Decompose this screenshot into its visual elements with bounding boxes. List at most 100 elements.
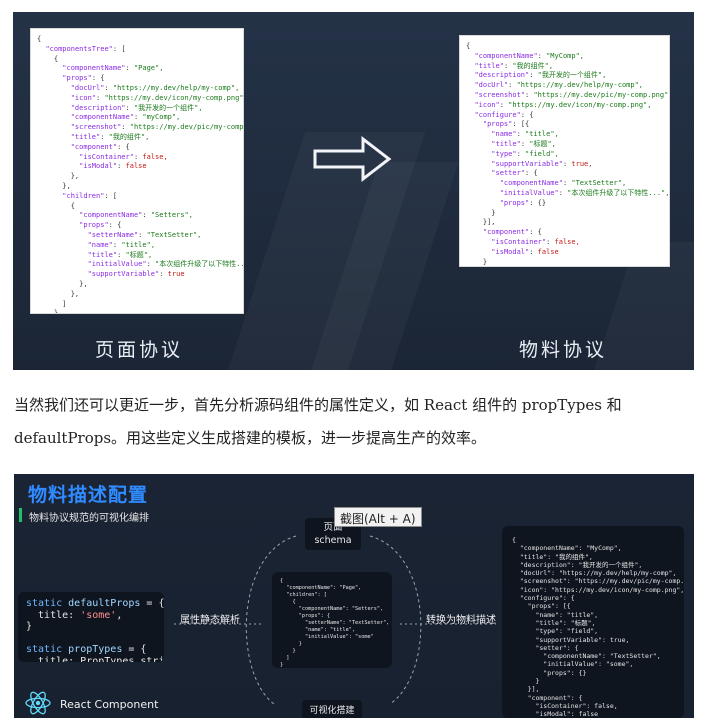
code-line: "component": { — [482, 228, 542, 237]
code-line: "componentName": "TextSetter", — [512, 652, 661, 661]
code-line: "docUrl": "https://my.dev/help/my-comp", — [474, 81, 644, 90]
code-line: "name": "title", — [512, 610, 599, 619]
code-line: }, — [37, 181, 71, 190]
code-line: "name": "title", — [87, 240, 156, 249]
code-line: "name": "title", — [491, 130, 559, 139]
title-accent-bar — [19, 508, 22, 522]
code-line: "supportVariable": true, — [512, 635, 630, 644]
react-props-code: static defaultProps = { title: 'some',} … — [18, 592, 164, 662]
code-line: }, — [37, 172, 80, 181]
code-line: "componentName": "TextSetter", — [499, 179, 627, 188]
page-protocol-code: { "componentsTree": [ { "componentName":… — [30, 28, 244, 314]
code-line: }, — [37, 279, 88, 288]
code-line: { — [280, 599, 296, 605]
code-line: "screenshot": "https://my.dev/pic/my-com… — [474, 90, 670, 99]
code-line: "isContainer": false, — [491, 237, 580, 246]
code-line: }], — [466, 218, 496, 227]
code-line: "description": "我开发的一个组件", — [474, 71, 607, 80]
code-line: "setter": { — [491, 169, 538, 178]
code-line: title: PropTypes.string, — [38, 655, 164, 663]
code-line: } — [466, 208, 496, 217]
code-line: "initialValue": "本次组件升级了以下特性...", — [87, 260, 244, 269]
code-line: "setter": { — [512, 643, 579, 652]
code-line: "title": "标题", — [512, 618, 596, 627]
code-line: } — [280, 641, 302, 647]
code-line: "props": { — [280, 613, 330, 619]
code-line: { — [37, 35, 42, 43]
code-line: "title": "我的组件", — [512, 552, 593, 561]
code-line: ] — [37, 299, 67, 308]
code-line: "icon": "https://my.dev/icon/my-comp.png… — [512, 585, 684, 594]
flow-dashed-arcs — [174, 535, 496, 705]
code-line: "initialValue": "本次组件升级了以下特性...", — [499, 188, 670, 197]
code-line: "title": "我的组件", — [474, 61, 554, 70]
react-logo-icon — [25, 691, 51, 715]
code-line: "props": { — [62, 74, 105, 83]
paragraph-line: defaultProps。用这些定义生成搭建的模板，进一步提高生产的效率。 — [14, 429, 487, 447]
code-line: static propTypes = { — [26, 644, 147, 655]
code-line: "props": { — [79, 221, 122, 230]
code-line: "props": {} — [499, 198, 547, 207]
code-line: } — [37, 309, 59, 314]
code-line: }, — [37, 289, 80, 298]
code-line: "componentName": "Page", — [280, 585, 362, 591]
code-line: "props": {} — [512, 668, 587, 677]
code-line: "componentName": "Setters", — [79, 211, 193, 220]
code-line: "componentsTree": [ — [45, 44, 126, 53]
code-line: { — [37, 201, 75, 210]
code-line: "initialValue": "some" — [280, 634, 374, 640]
code-line: ] — [280, 655, 290, 661]
code-line: "children": [ — [62, 191, 118, 200]
label-material-protocol: 物料协议 — [519, 339, 608, 361]
code-line: "isModal": false — [512, 710, 599, 718]
code-line: "isModal": false — [79, 162, 147, 171]
code-line: } — [280, 648, 296, 654]
code-line: }], — [512, 685, 540, 694]
code-line: "type": "field", — [491, 149, 559, 158]
code-line: "componentName": "MyComp", — [474, 51, 585, 60]
code-line: "title": "标题", — [491, 139, 556, 148]
label-static-parse: 属性静态解析 — [180, 615, 240, 626]
code-line: "description": "我开发的一个组件", — [70, 103, 203, 112]
code-line: } — [280, 662, 284, 668]
code-line: "props": [{ — [512, 602, 571, 611]
material-description-code: { "componentName": "MyComp", "title": "我… — [502, 526, 684, 718]
page-schema-code: { "componentName": "Page", "children": [… — [272, 572, 392, 668]
code-line: "icon": "https://my.dev/icon/my-comp.png… — [474, 100, 652, 109]
code-line: "type": "field", — [512, 627, 599, 636]
code-line: } — [466, 257, 488, 266]
figure-subtitle: 物料协议规范的可视化编排 — [29, 513, 149, 524]
code-line: "setterName": "TextSetter", — [87, 230, 202, 239]
code-line: "docUrl": "https://my.dev/help/my-comp", — [70, 83, 240, 92]
code-line: { — [512, 536, 516, 544]
code-line: static defaultProps = { — [26, 598, 164, 609]
code-line: "componentName": "myComp", — [70, 113, 181, 122]
code-line: "props": [{ — [482, 120, 530, 129]
code-line: "name": "title", — [280, 627, 355, 633]
code-line: "title": "我的组件", — [70, 132, 150, 141]
code-line: } — [512, 677, 540, 686]
code-line: { — [466, 42, 471, 50]
code-line: "componentName": "MyComp", — [512, 544, 622, 553]
code-line: "children": [ — [280, 592, 327, 598]
screenshot-tooltip: 截图(Alt + A) — [334, 507, 422, 527]
code-line: "screenshot": "https://my.dev/pic/my-com… — [70, 123, 244, 132]
react-component-label: React Component — [60, 698, 159, 711]
figure-page-vs-material-protocol: { "componentsTree": [ { "componentName":… — [13, 12, 694, 370]
code-line: "configure": { — [512, 594, 575, 603]
schema-line: 页面 — [323, 522, 343, 533]
figure-title: 物料描述配置 — [28, 484, 149, 506]
code-line: "componentName": "Setters", — [280, 606, 384, 612]
code-line: "supportVariable": true, — [491, 159, 593, 168]
code-line — [26, 633, 156, 645]
code-line: "docUrl": "https://my.dev/help/my-comp", — [512, 569, 677, 578]
visual-builder-box: 可视化搭建 — [302, 700, 362, 718]
label-page-protocol: 页面协议 — [95, 339, 184, 361]
code-line: "configure": { — [474, 110, 534, 119]
code-line: "screenshot": "https://my.dev/pic/my-com… — [519, 577, 684, 586]
code-line: "componentName": "Page", — [62, 64, 164, 73]
code-line: "initialValue": "some", — [512, 660, 634, 669]
code-line: "setterName": "TextSetter", — [280, 620, 390, 626]
body-paragraph: 当然我们还可以更近一步，首先分析源码组件的属性定义，如 React 组件的 pr… — [14, 389, 694, 455]
code-line: "isModal": false — [491, 247, 559, 256]
